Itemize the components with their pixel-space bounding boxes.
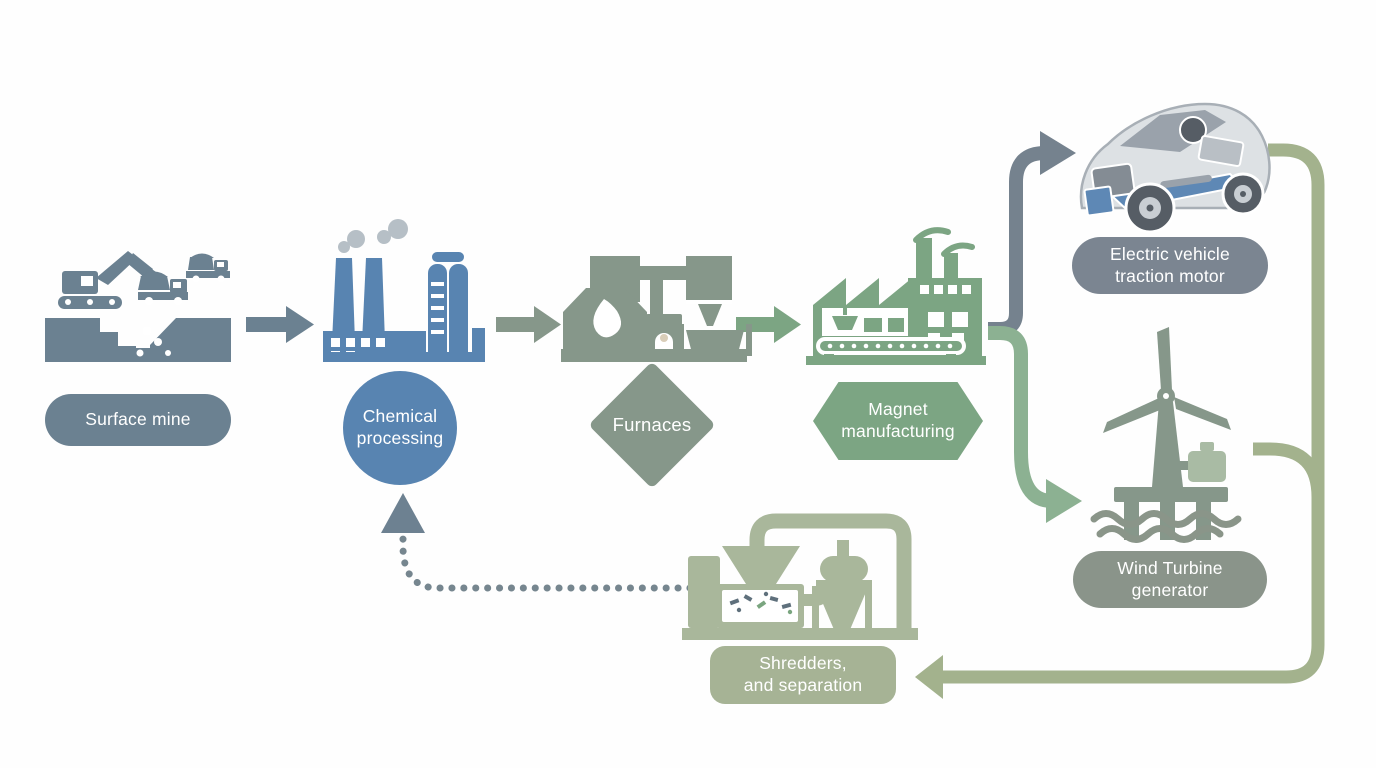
wind-turbine-label: Wind Turbine generator <box>1073 551 1267 608</box>
drive-shaft <box>1160 174 1212 189</box>
rear-component-box <box>1197 135 1245 167</box>
dotted-recycle-line <box>399 528 694 592</box>
loop-arrowhead-to-shredders <box>915 655 943 699</box>
generator-icon <box>1188 442 1226 482</box>
turbine-to-loop-line <box>1253 442 1325 498</box>
offshore-wind-turbine-icon <box>1090 327 1242 543</box>
chemical-plant-icon <box>323 219 485 362</box>
magnet-manufacturing-line2: manufacturing <box>841 421 955 441</box>
arrow-mine-to-chemical-icon <box>246 306 314 343</box>
surface-mine-label-text: Surface mine <box>85 409 191 430</box>
shredders-label: Shredders, and separation <box>710 646 896 704</box>
dotted-arrowhead-to-chemical <box>381 493 425 533</box>
furnaces-icon <box>561 256 752 362</box>
furnaces-label: Furnaces <box>592 405 712 445</box>
branch-arrowhead-to-ev <box>1040 131 1076 175</box>
recycle-loop-line <box>940 143 1325 684</box>
magnet-factory-icon <box>806 227 986 365</box>
wind-turbine-line1: Wind Turbine <box>1117 557 1223 578</box>
shredder-separator-icon <box>682 513 918 640</box>
branch-line-to-turbine <box>988 326 1053 508</box>
magnet-manufacturing-label: Magnet manufacturing <box>813 382 983 460</box>
front-wheel-hub <box>1146 204 1154 212</box>
furnaces-label-text: Furnaces <box>612 414 692 436</box>
far-wheel <box>1179 116 1207 144</box>
electric-vehicle-line1: Electric vehicle <box>1110 243 1230 264</box>
shredders-line1: Shredders, <box>759 653 847 674</box>
branch-line-to-ev <box>988 146 1046 336</box>
arrow-chemical-to-furnaces-icon <box>496 306 561 343</box>
wind-turbine-line2: generator <box>1131 579 1209 600</box>
chemical-processing-line1: Chemical <box>362 406 438 427</box>
surface-mine-icon <box>45 251 231 362</box>
chemical-processing-label: Chemical processing <box>343 371 457 485</box>
surface-mine-label: Surface mine <box>45 394 231 446</box>
electric-vehicle-cutaway-icon <box>1079 102 1271 234</box>
smoke-puffs <box>338 219 408 253</box>
magnet-manufacturing-line1: Magnet <box>868 399 928 420</box>
chemical-processing-line2: processing <box>356 428 444 448</box>
arrow-furnaces-to-magnet-icon <box>736 306 801 343</box>
electric-vehicle-line2: traction motor <box>1115 265 1225 286</box>
electric-vehicle-label: Electric vehicle traction motor <box>1072 237 1268 294</box>
rear-wheel-hub <box>1240 191 1246 197</box>
front-radiator-panel <box>1083 185 1115 217</box>
shredders-line2: and separation <box>743 675 863 695</box>
branch-arrowhead-to-turbine <box>1046 479 1082 523</box>
